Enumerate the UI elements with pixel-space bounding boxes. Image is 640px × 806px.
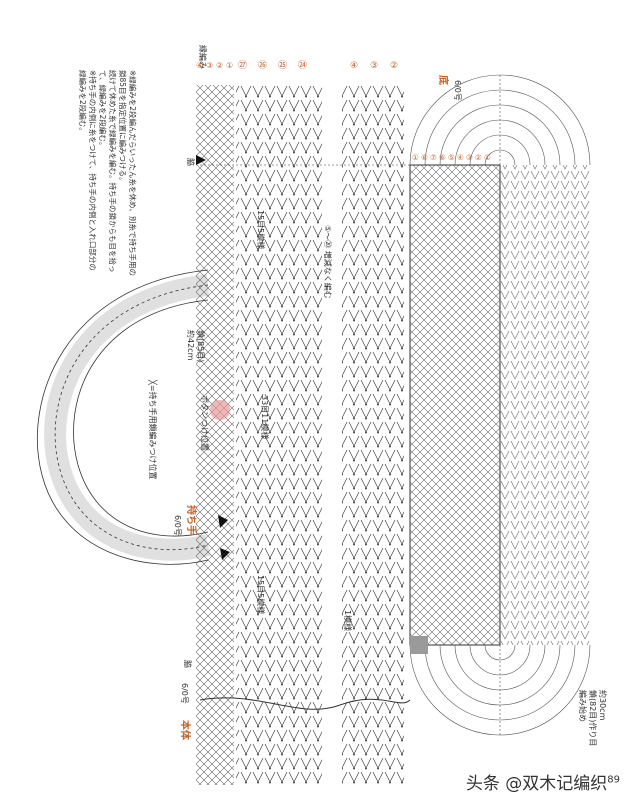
note-line-6: 緑編みを2段編む。	[78, 70, 88, 135]
label-no-increase: ⑤〜⑳ 増減なく編む	[323, 225, 333, 299]
body-top-round-numbers: ㉗ ㉖ ㉕ ㉔	[238, 60, 307, 71]
edge-round: ②	[216, 61, 223, 70]
base-round: ⑦	[430, 153, 437, 162]
base-round: ⑧	[421, 153, 428, 162]
note-line-2: 鎖85目を指定位置に編みつける。	[118, 70, 128, 185]
label-start-3: 約30cm	[598, 690, 608, 721]
body-round: ㉖	[258, 60, 267, 71]
label-approx-42: 約42cm	[186, 330, 196, 361]
base-round: ②	[475, 153, 482, 162]
body-mid-round: ④	[350, 61, 358, 71]
base-top-arc	[409, 74, 591, 166]
page-number: 89	[607, 774, 620, 786]
label-start-2: 鎖(82目)作り目	[588, 690, 598, 746]
base-round: ⑥	[439, 153, 446, 162]
base-round: ①	[484, 153, 491, 162]
markers	[196, 155, 230, 560]
label-button-pos: ボタンつけ位置	[200, 395, 210, 451]
base-round-numbers: ① ⑧ ⑦ ⑥ ⑤ ④ ③ ② ①	[412, 153, 491, 162]
base-round: ④	[457, 153, 464, 162]
base-round: ①	[412, 153, 419, 162]
label-chain-85: 鎖(85目)	[196, 330, 206, 362]
edge-band	[196, 85, 234, 785]
label-repeat-33: 33目11模様	[260, 395, 270, 439]
label-base-hook: 6/0号	[453, 80, 462, 101]
base-round: ③	[466, 153, 473, 162]
body-round: ㉔	[298, 60, 307, 71]
edge-round: ①	[226, 61, 233, 70]
label-one-pattern: 1模様	[343, 610, 353, 631]
body-mid-round: ③	[370, 61, 378, 71]
label-body: 本体	[179, 720, 192, 741]
label-body-hook: 6/0号	[180, 683, 189, 704]
label-repeat-15-bottom: 15目5模様	[256, 575, 266, 614]
start-marker-block	[410, 636, 428, 654]
base-outer-stitches	[500, 165, 590, 645]
edge-round-numbers: ④ ③ ② ①	[196, 61, 233, 70]
base-bottom-arc	[409, 644, 591, 736]
label-edge: 縁編み	[198, 45, 208, 69]
label-handle-chain-pos: ╳=持ち手用鎖編みつけ位置	[148, 379, 158, 480]
note-line-3: 続けて休めた糸で緑編みを編む。持ち手の鎖からも目を拾っ	[108, 70, 118, 273]
label-side-top: 脇	[186, 158, 195, 166]
label-side-bottom: 脇	[183, 660, 192, 668]
body-upper-stitches	[236, 85, 322, 785]
cut-line-lower	[199, 697, 411, 710]
notes-block: ※緑編みを2段編んだらいったん糸を休め、別糸で持ち手用の 鎖85目を指定位置に編…	[78, 70, 138, 276]
note-line-5: ※持ち手の内側に糸をつけて、持ち手の内側と入れ口部分の	[88, 70, 98, 271]
note-line-1: ※緑編みを2段編んだらいったん糸を休め、別糸で持ち手用の	[128, 70, 138, 276]
note-line-4: て、緑編みを2段編む。	[98, 70, 108, 149]
label-base: 底	[437, 75, 450, 85]
body-mid-stitches	[342, 85, 404, 785]
label-handle-hook: 6/0号	[173, 515, 182, 536]
body-mid-round-numbers: ④ ③ ②	[350, 61, 398, 71]
base-mesh	[410, 165, 500, 645]
body-round: ㉕	[278, 60, 287, 71]
edge-round: ④	[196, 61, 203, 70]
watermark: 头条 @双木记编织89	[459, 767, 626, 796]
edge-round: ③	[206, 61, 213, 70]
label-handle: 持ち手	[185, 505, 198, 535]
base-round: ⑤	[448, 153, 455, 162]
label-start-1: 編み始め	[578, 690, 588, 722]
watermark-text: 头条 @双木记编织	[465, 774, 608, 794]
label-repeat-15-top: 15目5模様	[256, 210, 266, 249]
button-position-highlight	[210, 400, 230, 420]
body-round: ㉗	[238, 60, 247, 71]
body-mid-round: ②	[390, 61, 398, 71]
handle	[36, 269, 211, 565]
